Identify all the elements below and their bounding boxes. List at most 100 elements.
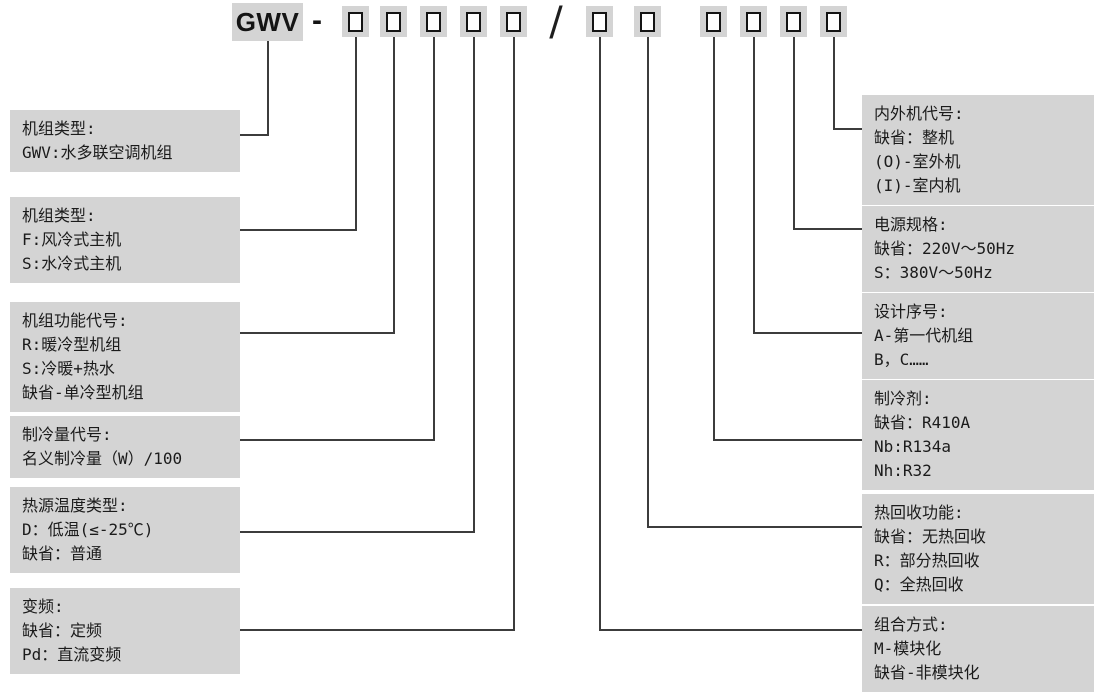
label-line: S:冷暖+热水 — [22, 359, 115, 378]
model-prefix-text: GWV — [235, 6, 300, 37]
code-box-2 — [380, 6, 407, 37]
label-power-spec: 电源规格: 缺省：220V～50Hz S：380V～50Hz — [862, 206, 1094, 292]
code-box-7-square — [640, 11, 655, 32]
code-box-2-square — [386, 11, 401, 32]
label-line: 缺省：普通 — [22, 544, 103, 563]
label-function-code: 机组功能代号: R:暖冷型机组 S:冷暖+热水 缺省-单冷型机组 — [10, 302, 240, 412]
connector-box4-horizontal — [240, 531, 475, 533]
connector-box6-horizontal — [599, 629, 862, 631]
connector-box10-vertical — [793, 37, 795, 229]
code-box-6-square — [592, 11, 607, 32]
code-box-4-square — [466, 11, 481, 32]
connector-box1-vertical — [355, 37, 357, 230]
label-inverter: 变频: 缺省：定频 Pd：直流变频 — [10, 588, 240, 674]
model-prefix-block: GWV — [232, 3, 303, 41]
label-line: 缺省：R410A — [874, 413, 971, 432]
label-line: D：低温(≤-25℃) — [22, 520, 154, 539]
label-line: S：380V～50Hz — [874, 263, 993, 282]
label-line: Nh:R32 — [874, 461, 932, 480]
label-line: (I)-室内机 — [874, 176, 961, 195]
label-line: 变频: — [22, 597, 64, 616]
label-line: Q：全热回收 — [874, 575, 964, 594]
label-line: S:水冷式主机 — [22, 254, 122, 273]
label-line: 缺省-单冷型机组 — [22, 383, 144, 402]
label-line: F:风冷式主机 — [22, 230, 122, 249]
label-combination-mode: 组合方式: M-模块化 缺省-非模块化 — [862, 606, 1094, 692]
code-box-9 — [740, 6, 767, 37]
code-box-10-square — [786, 11, 801, 32]
code-box-6 — [586, 6, 613, 37]
connector-box1-horizontal — [240, 229, 357, 231]
label-cooling-capacity-code: 制冷量代号: 名义制冷量（W）/100 — [10, 416, 240, 478]
label-line: 缺省-非模块化 — [874, 663, 980, 682]
code-box-8-square — [706, 11, 721, 32]
label-line: 内外机代号: — [874, 104, 964, 123]
label-line: 机组类型: — [22, 119, 96, 138]
label-line: M-模块化 — [874, 639, 942, 658]
label-unit-type-gwv: 机组类型: GWV:水多联空调机组 — [10, 110, 240, 172]
connector-gwv-horizontal — [240, 134, 269, 136]
code-box-9-square — [746, 11, 761, 32]
label-indoor-outdoor-code: 内外机代号: 缺省：整机 (O)-室外机 (I)-室内机 — [862, 95, 1094, 205]
connector-box3-vertical — [433, 37, 435, 440]
connector-box3-horizontal — [240, 439, 435, 441]
label-heat-source-temp-type: 热源温度类型: D：低温(≤-25℃) 缺省：普通 — [10, 487, 240, 573]
connector-box6-vertical — [599, 37, 601, 630]
label-line: R:暖冷型机组 — [22, 335, 122, 354]
connector-box2-vertical — [393, 37, 395, 333]
code-box-4 — [460, 6, 487, 37]
label-line: R：部分热回收 — [874, 551, 980, 570]
label-refrigerant: 制冷剂: 缺省：R410A Nb:R134a Nh:R32 — [862, 380, 1094, 490]
connector-box2-horizontal — [240, 332, 395, 334]
code-box-1 — [342, 6, 369, 37]
code-box-7 — [634, 6, 661, 37]
label-line: 缺省：定频 — [22, 621, 103, 640]
label-line: 制冷剂: — [874, 389, 932, 408]
code-box-10 — [780, 6, 807, 37]
label-design-serial: 设计序号: A-第一代机组 B，C…… — [862, 293, 1094, 379]
connector-gwv-vertical — [267, 41, 269, 135]
label-line: 缺省：整机 — [874, 128, 955, 147]
code-box-1-square — [348, 11, 363, 32]
connector-box9-horizontal — [753, 332, 862, 334]
connector-box5-vertical — [513, 37, 515, 630]
label-line: 制冷量代号: — [22, 425, 112, 444]
label-line: 电源规格: — [874, 215, 948, 234]
code-box-11-square — [826, 11, 841, 32]
connector-box11-horizontal — [833, 128, 862, 130]
label-line: GWV:水多联空调机组 — [22, 143, 173, 162]
connector-box4-vertical — [473, 37, 475, 532]
separator-slash: / — [549, 0, 563, 45]
label-line: 设计序号: — [874, 302, 948, 321]
label-line: 组合方式: — [874, 615, 948, 634]
label-line: 热源温度类型: — [22, 496, 128, 515]
connector-box7-vertical — [647, 37, 649, 527]
code-box-3-square — [426, 11, 441, 32]
code-box-3 — [420, 6, 447, 37]
label-line: 机组类型: — [22, 206, 96, 225]
connector-box5-horizontal — [240, 629, 515, 631]
code-box-5 — [500, 6, 527, 37]
connector-box9-vertical — [753, 37, 755, 333]
label-line: Pd：直流变频 — [22, 645, 122, 664]
label-line: A-第一代机组 — [874, 326, 974, 345]
connector-box8-vertical — [713, 37, 715, 440]
label-line: Nb:R134a — [874, 437, 952, 456]
label-line: (O)-室外机 — [874, 152, 961, 171]
label-line: 缺省：220V～50Hz — [874, 239, 1016, 258]
label-line: 热回收功能: — [874, 503, 964, 522]
code-box-8 — [700, 6, 727, 37]
code-box-5-square — [506, 11, 521, 32]
label-line: B，C…… — [874, 350, 929, 369]
separator-dash: - — [312, 4, 322, 37]
connector-box11-vertical — [833, 37, 835, 129]
label-line: 缺省：无热回收 — [874, 527, 987, 546]
connector-box10-horizontal — [793, 228, 862, 230]
label-heat-recovery: 热回收功能: 缺省：无热回收 R：部分热回收 Q：全热回收 — [862, 494, 1094, 604]
label-line: 名义制冷量（W）/100 — [22, 449, 183, 468]
connector-box8-horizontal — [713, 439, 862, 441]
connector-box7-horizontal — [647, 526, 862, 528]
code-box-11 — [820, 6, 847, 37]
label-host-type: 机组类型: F:风冷式主机 S:水冷式主机 — [10, 197, 240, 283]
